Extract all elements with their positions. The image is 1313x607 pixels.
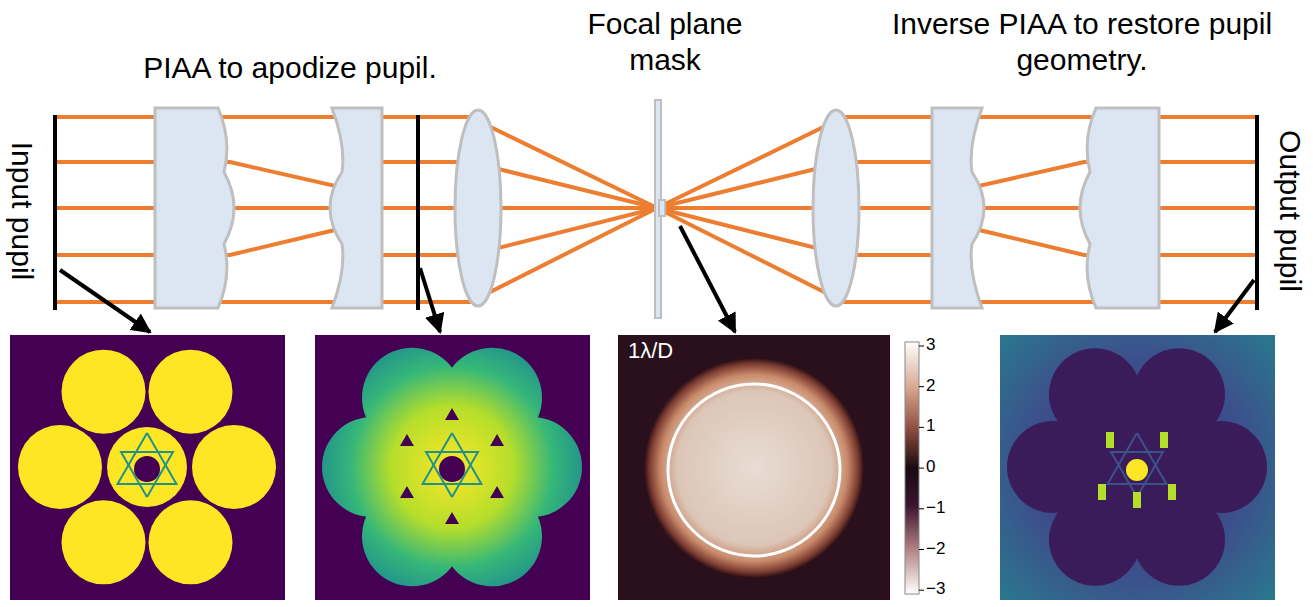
residual-light [1168, 484, 1176, 500]
output-pupil-image [1000, 335, 1275, 600]
spider-vane [1108, 433, 1167, 484]
lambda-circle [668, 384, 840, 556]
piaa-lens [932, 108, 984, 308]
colorbar-value: 1 [926, 416, 962, 436]
gap-shadow [445, 512, 459, 524]
pupil-plane [416, 115, 420, 310]
mirror-segment [149, 500, 233, 584]
spider-vane [118, 433, 177, 484]
residual-light [1098, 484, 1106, 500]
pointer-arrow [60, 270, 150, 332]
phase-mask-spot [644, 358, 864, 578]
mirror-segment [18, 425, 102, 509]
plane-label: Output pupil [1272, 111, 1308, 311]
colorbar-value: −3 [926, 579, 962, 599]
residual-light [1133, 492, 1141, 508]
residual-light [1126, 459, 1148, 481]
gap-shadow [400, 434, 414, 446]
residual-light [1106, 432, 1114, 448]
colorbar-tick [919, 549, 924, 550]
pointer-arrow [420, 268, 440, 332]
scale-label: 1λ/D [628, 338, 708, 364]
colorbar-value: 3 [926, 335, 962, 355]
mirror-segment [62, 350, 146, 434]
central-obscuration [134, 456, 160, 482]
pupil-plane [1255, 115, 1259, 310]
gap-shadow [490, 486, 504, 498]
colorbar-value: 2 [926, 376, 962, 396]
mirror-segment [107, 427, 187, 507]
colorbar-tick [919, 468, 924, 469]
focusing-lens [455, 110, 501, 306]
pointer-arrow [1215, 280, 1254, 332]
section-title: Inverse PIAA to restore pupil geometry. [862, 6, 1302, 78]
residual-light [1160, 432, 1168, 448]
colorbar-value: −2 [926, 539, 962, 559]
colorbar-tick [919, 346, 924, 347]
pupil-plane [53, 115, 57, 310]
focal-plane-image [618, 335, 924, 600]
gap-shadow [400, 486, 414, 498]
colorbar-tick [919, 386, 924, 387]
section-title: PIAA to apodize pupil. [105, 50, 475, 86]
gap-shadow [445, 408, 459, 420]
input-pupil-image [10, 335, 285, 600]
piaa-lens [1080, 108, 1159, 308]
spider-vane [423, 433, 482, 484]
plane-label: Input pupil [4, 111, 40, 311]
forward-piaa [55, 108, 657, 308]
spider-vane [426, 452, 478, 497]
section-title: Focal plane mask [575, 6, 755, 78]
mirror-segment [192, 425, 276, 509]
spider-vane [1111, 452, 1163, 497]
colorbar-tick [919, 590, 924, 591]
colorbar-tick [919, 508, 924, 509]
mirror-segment [149, 350, 233, 434]
piaa-lens [330, 108, 382, 308]
colorbar-tick [919, 427, 924, 428]
colorbar-value: −1 [926, 498, 962, 518]
colorbar [905, 342, 919, 594]
inverse-piaa [657, 108, 1259, 308]
pointer-arrow [680, 226, 735, 332]
mirror-segment [62, 500, 146, 584]
spider-vane [121, 452, 173, 497]
piaa-lens [155, 108, 234, 308]
focusing-lens [813, 110, 859, 306]
mask-spot [659, 200, 665, 216]
apodized-pupil-image [315, 335, 590, 600]
gap-shadow [490, 434, 504, 446]
colorbar-value: 0 [926, 457, 962, 477]
